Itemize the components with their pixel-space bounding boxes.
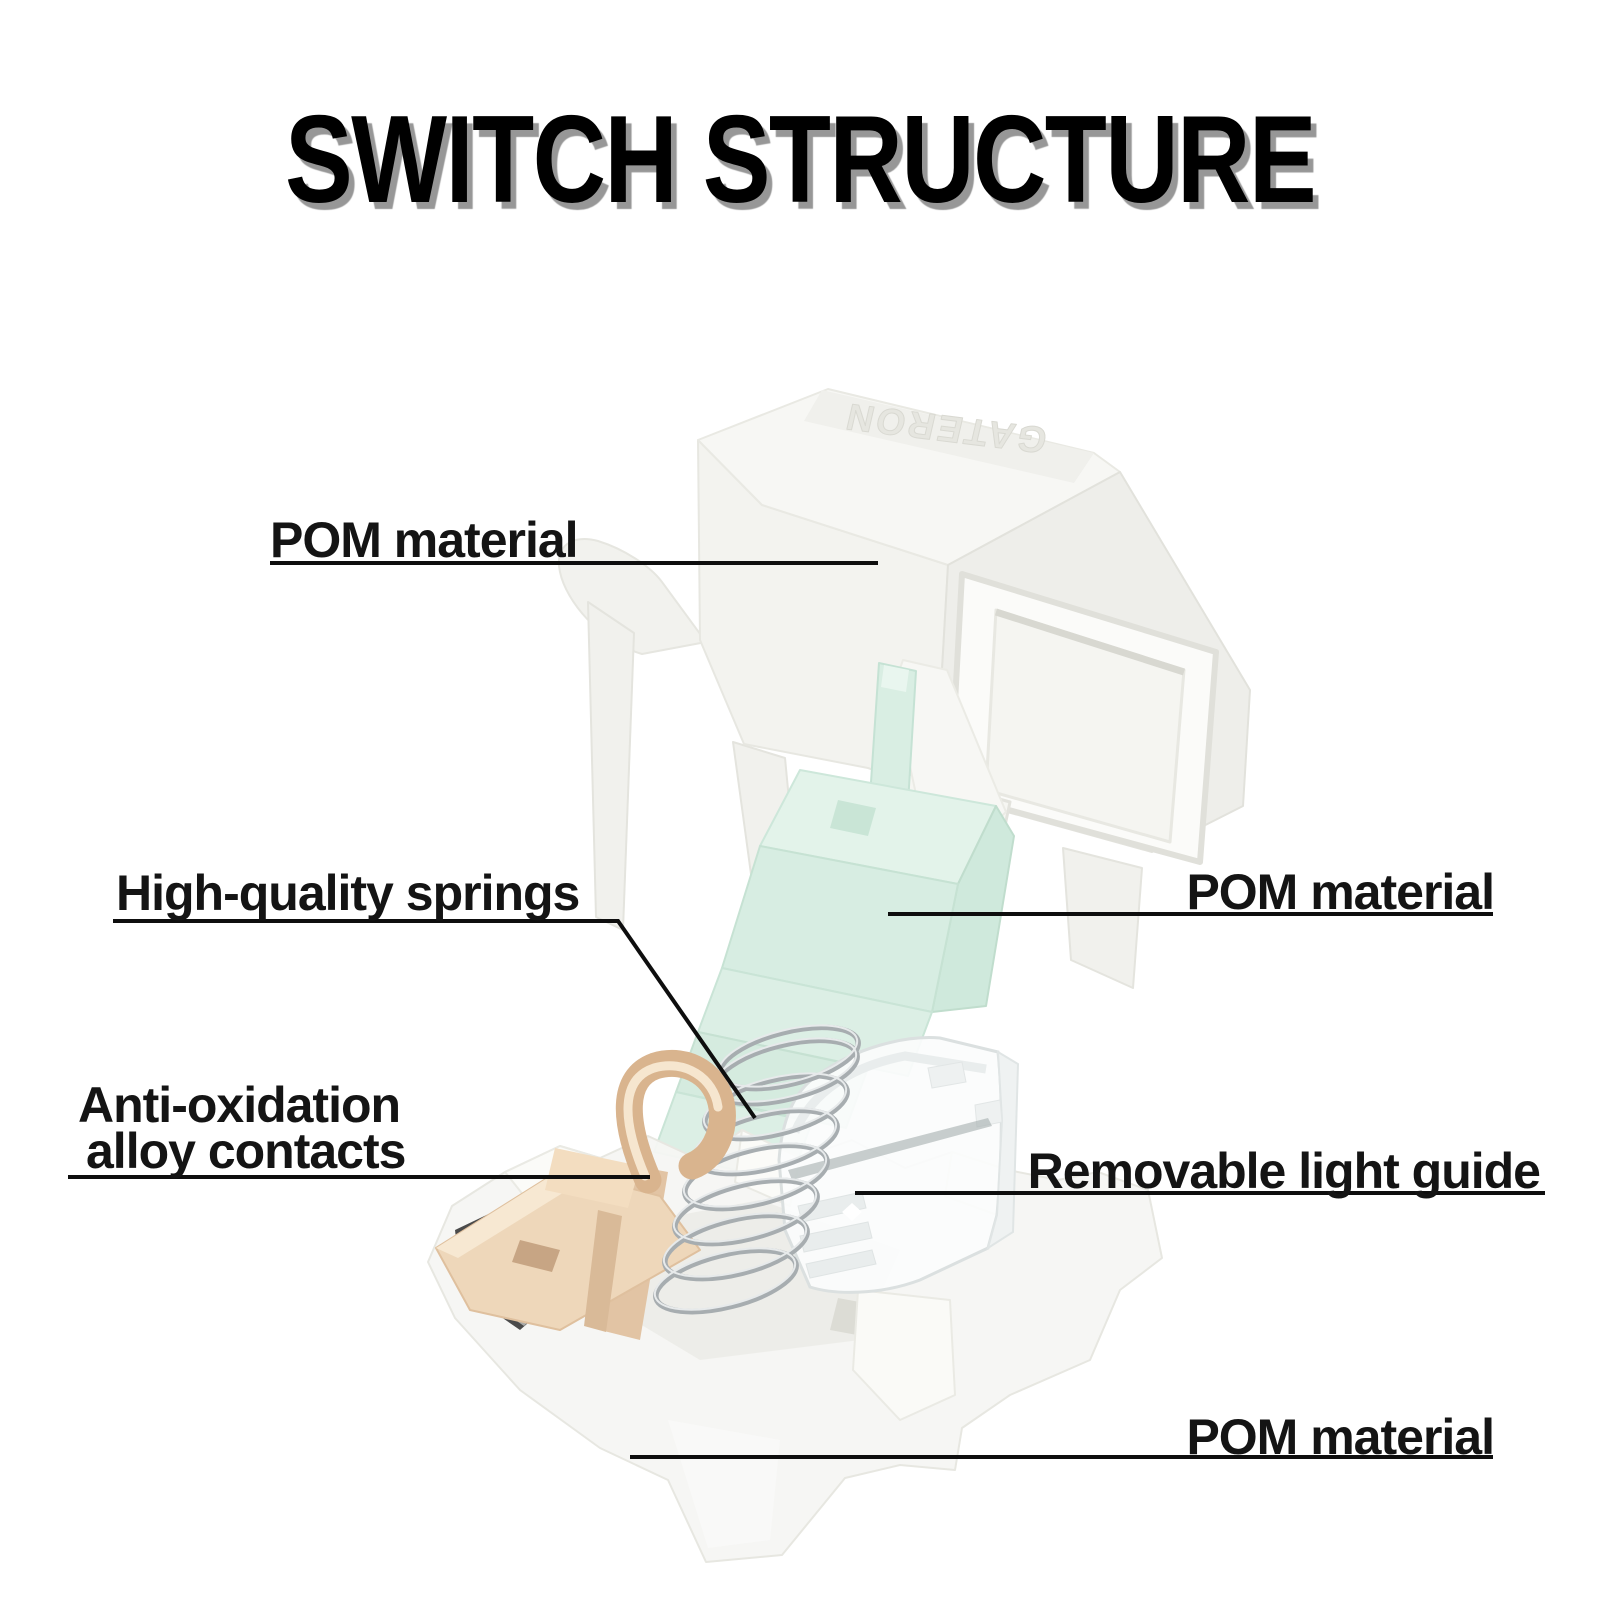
label-high-quality-springs: High-quality springs [116,865,580,921]
light-guide [777,1036,1020,1294]
label-pom-material-bottom: POM material [1186,1409,1495,1465]
label-removable-light-guide: Removable light guide [1027,1143,1541,1199]
page-title: SWITCH STRUCTURE [284,91,1317,229]
label-anti-oxidation-line2: alloy contacts [86,1123,406,1179]
label-anti-oxidation-contacts: Anti-oxidation alloy contacts [78,1077,406,1179]
label-pom-material-stem: POM material [1186,864,1495,920]
label-pom-material-top: POM material [270,512,579,568]
leader-springs [113,919,757,1120]
contact-gold-loop [615,1049,736,1194]
leader-lines [68,561,1545,1459]
label-anti-oxidation-line1: Anti-oxidation [78,1077,401,1133]
